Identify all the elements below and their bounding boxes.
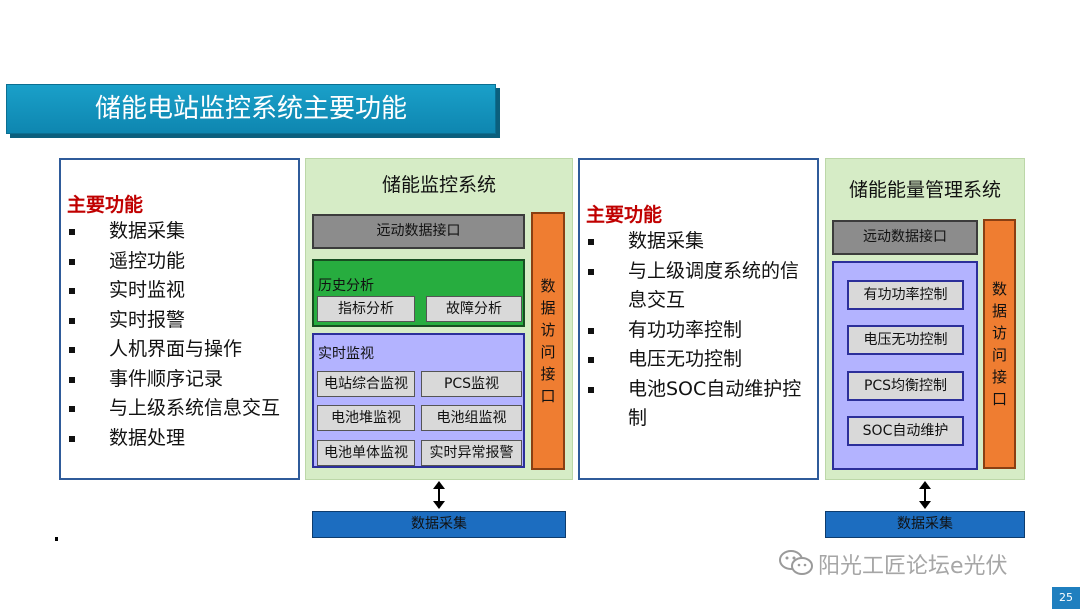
data-access-interface-left: 数 据 访 问 接 口: [531, 212, 565, 470]
data-collection-bar-right: 数据采集: [825, 511, 1025, 538]
list-item: 电压无功控制: [580, 345, 810, 375]
list-item: 数据采集: [580, 227, 810, 257]
list-item: 与上级调度系统的信息交互: [580, 257, 810, 316]
data-collection-bar-left: 数据采集: [312, 511, 566, 538]
energy-management-title: 储能能量管理系统: [848, 179, 1001, 201]
left-functions-list: 数据采集 遥控功能 实时监视 实时报警 人机界面与操作 事件顺序记录 与上级系统…: [61, 217, 300, 453]
voltage-reactive-control-cell: 电压无功控制: [847, 325, 964, 355]
right-functions-panel: 主要功能 数据采集 与上级调度系统的信息交互 有功功率控制 电压无功控制 电池S…: [578, 158, 819, 480]
history-analysis-label: 历史分析: [318, 278, 374, 294]
double-arrow-icon: [433, 481, 445, 509]
left-functions-panel: 主要功能 数据采集 遥控功能 实时监视 实时报警 人机界面与操作 事件顺序记录 …: [59, 158, 300, 480]
station-monitor-cell: 电站综合监视: [317, 371, 415, 397]
soc-maintenance-cell: SOC自动维护: [847, 416, 964, 446]
pcs-monitor-cell: PCS监视: [421, 371, 522, 397]
fault-analysis-cell: 故障分析: [426, 296, 522, 322]
watermark-text: 阳光工匠论坛e光伏: [818, 554, 1008, 579]
remote-data-interface: 远动数据接口: [312, 214, 525, 249]
list-item: 实时报警: [61, 306, 300, 336]
dot-mark: [55, 537, 58, 541]
list-item: 人机界面与操作: [61, 335, 300, 365]
monitoring-system-title: 储能监控系统: [381, 174, 496, 196]
wechat-icon: [779, 550, 813, 575]
list-item: 数据处理: [61, 424, 300, 454]
battery-stack-monitor-cell: 电池堆监视: [317, 405, 415, 431]
realtime-alarm-cell: 实时异常报警: [421, 440, 522, 466]
title-bar: [6, 84, 496, 134]
active-power-control-cell: 有功功率控制: [847, 280, 964, 310]
energy-control-box: 有功功率控制 电压无功控制 PCS均衡控制 SOC自动维护: [832, 261, 978, 470]
page-number: 25: [1052, 587, 1080, 609]
list-item: 有功功率控制: [580, 316, 810, 346]
list-item: 遥控功能: [61, 247, 300, 277]
realtime-monitoring-label: 实时监视: [318, 346, 374, 362]
pcs-balance-control-cell: PCS均衡控制: [847, 371, 964, 401]
list-item: 电池SOC自动维护控制: [580, 375, 810, 434]
index-analysis-cell: 指标分析: [317, 296, 415, 322]
list-item: 数据采集: [61, 217, 300, 247]
battery-group-monitor-cell: 电池组监视: [421, 405, 522, 431]
realtime-monitoring-box: 实时监视 电站综合监视 PCS监视 电池堆监视 电池组监视 电池单体监视 实时异…: [312, 333, 525, 468]
remote-data-interface-right: 远动数据接口: [832, 220, 978, 255]
list-item: 实时监视: [61, 276, 300, 306]
right-functions-heading: 主要功能: [586, 204, 663, 226]
right-functions-list: 数据采集 与上级调度系统的信息交互 有功功率控制 电压无功控制 电池SOC自动维…: [580, 227, 810, 434]
list-item: 与上级系统信息交互: [61, 394, 300, 424]
page-title: 储能电站监控系统主要功能: [94, 94, 407, 124]
history-analysis-box: 历史分析 指标分析 故障分析: [312, 259, 525, 327]
left-functions-heading: 主要功能: [67, 194, 144, 216]
list-item: 事件顺序记录: [61, 365, 300, 395]
battery-cell-monitor-cell: 电池单体监视: [317, 440, 415, 466]
data-access-interface-right: 数 据 访 问 接 口: [983, 219, 1016, 469]
double-arrow-icon: [919, 481, 931, 509]
